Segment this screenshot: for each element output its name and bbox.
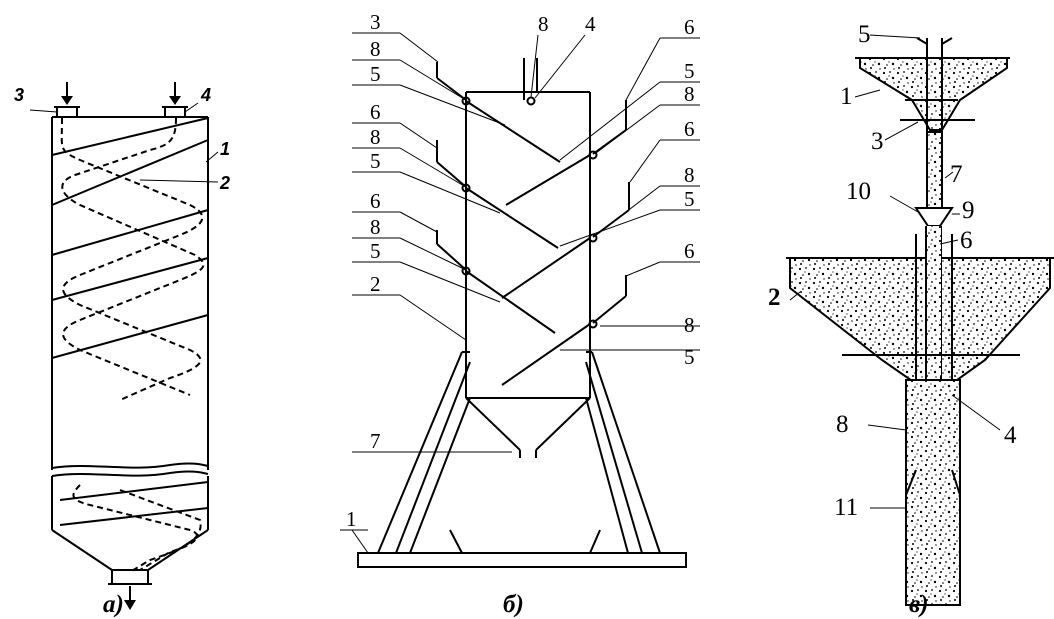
fig-b-label-r8a: 8 (684, 82, 695, 106)
fig-b-label-r8b: 8 (684, 163, 695, 187)
fig-b-label-r6a: 6 (684, 15, 695, 39)
fig-c-label-10: 10 (846, 178, 871, 205)
fig-a-label-3: 3 (14, 85, 24, 105)
fig-b-label-8b: 8 (370, 125, 381, 149)
fig-c-label-3: 3 (871, 128, 884, 155)
fig-b-label-r5b: 5 (684, 187, 695, 211)
fig-a-label-2: 2 (219, 173, 230, 193)
fig-b-label-8c: 8 (370, 215, 381, 239)
fig-b-caption: б) (503, 591, 524, 618)
fig-b-label-1: 1 (346, 507, 357, 531)
fig-c-label-2: 2 (768, 284, 781, 311)
fig-b-label-8a: 8 (370, 37, 381, 61)
fig-b-label-5a: 5 (370, 62, 381, 86)
figure-b-shelf-separator: 3 8 5 6 8 5 6 8 5 2 7 1 8 4 6 5 8 6 8 5 … (340, 10, 700, 618)
fig-b-label-r6b: 6 (684, 117, 695, 141)
fig-a-label-1: 1 (220, 139, 230, 159)
fig-b-label-top-8: 8 (538, 12, 549, 36)
fig-c-label-9: 9 (962, 197, 975, 224)
fig-b-label-5c: 5 (370, 239, 381, 263)
fig-b-label-r5a: 5 (684, 59, 695, 83)
fig-c-label-8: 8 (836, 411, 849, 438)
fig-b-label-2: 2 (370, 272, 381, 296)
fig-c-label-6: 6 (960, 227, 973, 254)
fig-c-label-1: 1 (840, 83, 853, 110)
fig-b-label-top-4: 4 (585, 12, 596, 36)
fig-c-caption: в) (909, 591, 929, 618)
fig-b-label-r8c: 8 (684, 313, 695, 337)
fig-b-label-7: 7 (370, 429, 381, 453)
figure-a-spiral-chute: 1 2 3 4 а) (14, 82, 230, 618)
fig-b-label-5b: 5 (370, 149, 381, 173)
fig-c-label-5: 5 (858, 21, 871, 48)
fig-c-label-11: 11 (834, 494, 858, 521)
fig-b-label-6b: 6 (370, 189, 381, 213)
fig-a-caption: а) (103, 591, 124, 618)
figure-c-hopper-column: 5 1 3 7 10 9 6 2 8 4 11 в) (768, 21, 1054, 618)
fig-b-label-r5c: 5 (684, 345, 695, 369)
fig-b-label-3: 3 (370, 10, 381, 34)
fig-b-label-r6c: 6 (684, 239, 695, 263)
fig-b-label-6a: 6 (370, 100, 381, 124)
fig-c-label-4: 4 (1004, 422, 1017, 449)
fig-c-label-7: 7 (950, 161, 963, 188)
fig-a-label-4: 4 (200, 85, 211, 105)
